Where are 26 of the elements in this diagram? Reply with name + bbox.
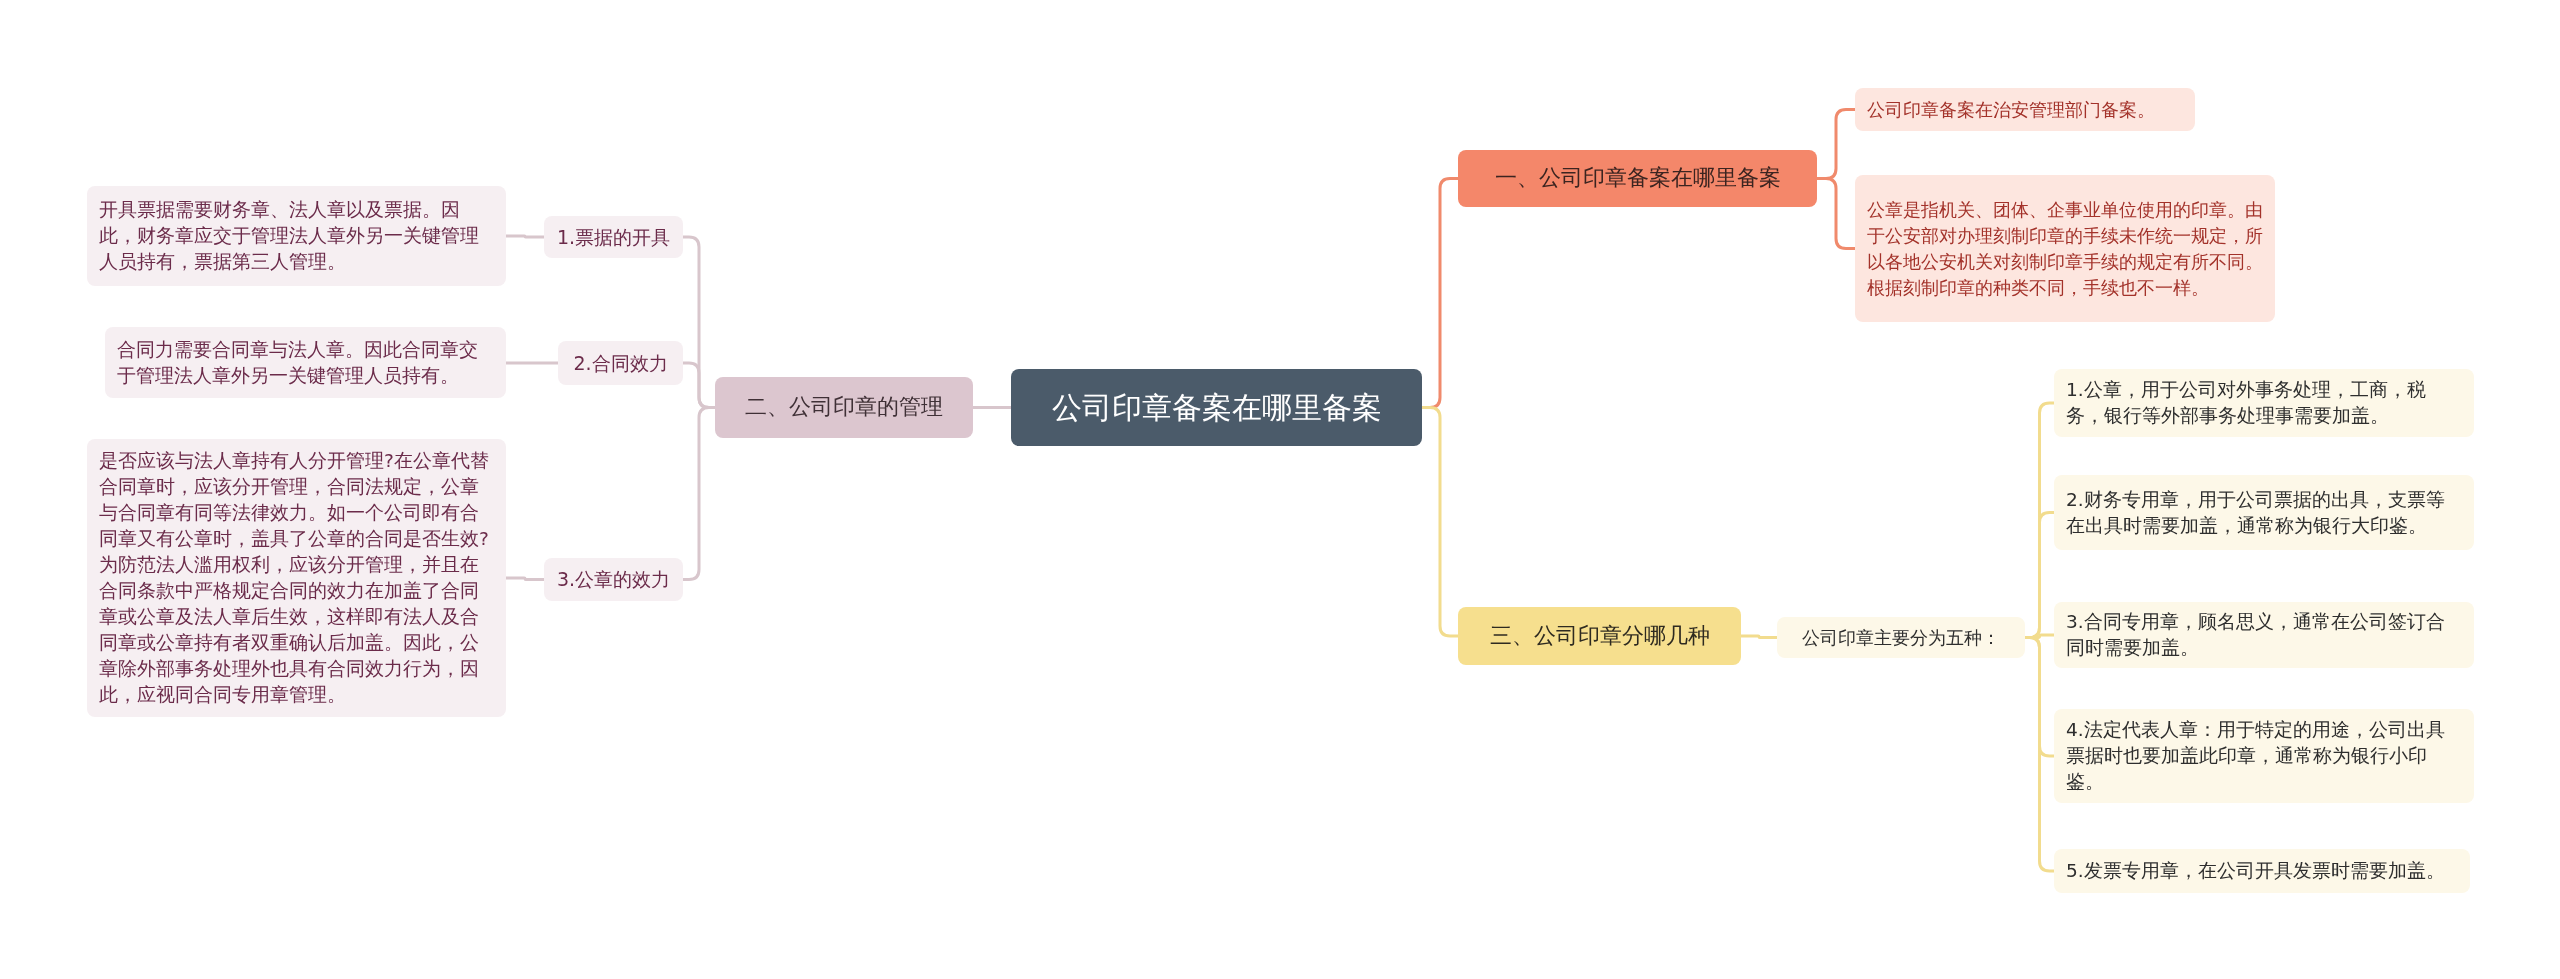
central-topic-box: 公司印章备案在哪里备案 [1011,369,1422,446]
note-box: 公章是指机关、团体、企事业单位使用的印章。由于公安部对办理刻制印章的手续未作统一规定，所以各地公安机关对刻制印章手续的规定有所不同。根据刻制印章的种类不同，手续也不一样。 [1855,175,2275,322]
note-box: 合同力需要合同章与法人章。因此合同章交于管理法人章外另一关键管理人员持有。 [105,327,506,398]
branch-topic-box: 一、公司印章备案在哪里备案 [1458,150,1817,207]
subtopic-box: 2.合同效力 [558,341,683,385]
connector-line [506,576,544,581]
connector-line [1741,634,1777,639]
note-box: 4.法定代表人章：用于特定的用途，公司出具票据时也要加盖此印章，通常称为银行小印鉴。 [2054,709,2474,803]
connector-line [973,406,1011,409]
note-box: 是否应该与法人章持有人分开管理?在公章代替合同章时，应该分开管理，合同法规定，公章与合同章有同等法律效力。如一个公司即有合同章又有公章时，盖具了公章的合同是否生效?为防范法人滥用权利，应该分开管理，并且在合同条款中严格规定合同的效力在加盖了合同章或公章及法人章后生效，这样即有法人及合同章或公章持有者双重确认后加盖。因此，公章除外部事务处理外也具有合同效力行为，因此，应视同合同专用章管理。 [87,439,506,717]
subtopic-box: 3.公章的效力 [544,558,683,601]
note-box: 公司印章备案在治安管理部门备案。 [1855,88,2195,131]
note-box: 开具票据需要财务章、法人章以及票据。因此，财务章应交于管理法人章外另一关键管理人员持有，票据第三人管理。 [87,186,506,286]
connector-line [506,234,544,239]
note-box: 2.财务专用章，用于公司票据的出具，支票等在出具时需要加盖，通常称为银行大印鉴。 [2054,475,2474,550]
connector-line [683,406,715,581]
note-box: 5.发票专用章，在公司开具发票时需要加盖。 [2054,849,2470,893]
connector-line [1422,406,1458,638]
connector-line [1817,177,1855,250]
subtopic-box: 公司印章主要分为五种： [1777,617,2025,658]
note-box: 1.公章，用于公司对外事务处理，工商，税务，银行等外部事务处理事需要加盖。 [2054,369,2474,437]
branch-topic-box: 三、公司印章分哪几种 [1458,607,1741,665]
connector-line [506,361,558,365]
branch-topic-box: 二、公司印章的管理 [715,377,973,438]
subtopic-box: 1.票据的开具 [544,216,683,258]
note-box: 3.合同专用章，顾名思义，通常在公司签订合同时需要加盖。 [2054,602,2474,668]
